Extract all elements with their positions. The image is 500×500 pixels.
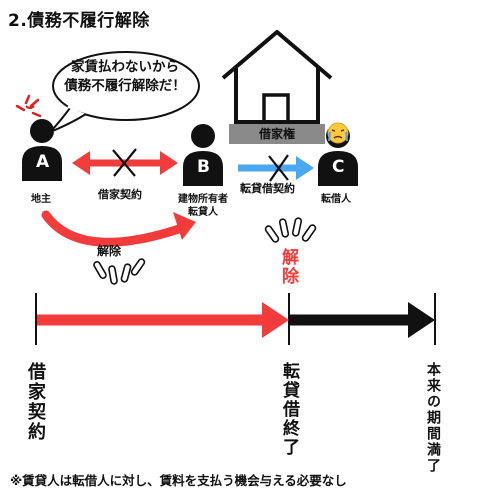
relation-label-a-b: 借家契約 xyxy=(98,188,142,201)
speech-bubble xyxy=(49,51,200,133)
emphasis-marks-left xyxy=(93,258,146,285)
party-b-label-2: 転貸人 xyxy=(188,207,218,218)
page-title: 2.債務不履行解除 xyxy=(8,11,150,31)
cancel-label: 解除 xyxy=(97,244,122,258)
person-b-icon xyxy=(183,124,223,186)
cancel-curve-arrow xyxy=(41,210,196,247)
anger-mark-icon xyxy=(15,94,42,118)
party-c-letter: C xyxy=(332,157,345,177)
relation-arrow-a-b xyxy=(72,148,178,177)
emphasis-marks-right xyxy=(264,217,317,243)
cancel-vertical-label: 解除 xyxy=(278,248,298,286)
relation-arrow-b-c xyxy=(238,154,314,182)
house-icon xyxy=(221,30,333,144)
timeline xyxy=(35,293,436,345)
footnote: ※賃貸人は転借人に対し、賃料を支払う機会与える必要なし xyxy=(10,473,347,488)
timeline-end-label: 本来の期間満了 xyxy=(425,362,441,474)
party-a-letter: A xyxy=(36,152,50,172)
speech-line-1: 家賃払わないから xyxy=(71,59,179,75)
speech-line-2: 債務不履行解除だ！ xyxy=(64,78,186,94)
person-a-icon xyxy=(22,119,62,181)
timeline-start-label: 借家契約 xyxy=(25,362,46,442)
speech-bubble-text: 家賃払わないから 債務不履行解除だ！ xyxy=(60,58,190,96)
timeline-middle-label: 転貸借終了 xyxy=(279,362,299,457)
crying-face-icon xyxy=(327,122,349,144)
party-c-label: 転借人 xyxy=(321,194,351,205)
house-label: 借家権 xyxy=(258,127,295,141)
party-b-label-1: 建物所有者 xyxy=(178,194,228,205)
party-b-letter: B xyxy=(197,157,210,177)
relation-label-b-c: 転貸借契約 xyxy=(240,182,295,195)
party-a-label: 地主 xyxy=(31,194,51,205)
